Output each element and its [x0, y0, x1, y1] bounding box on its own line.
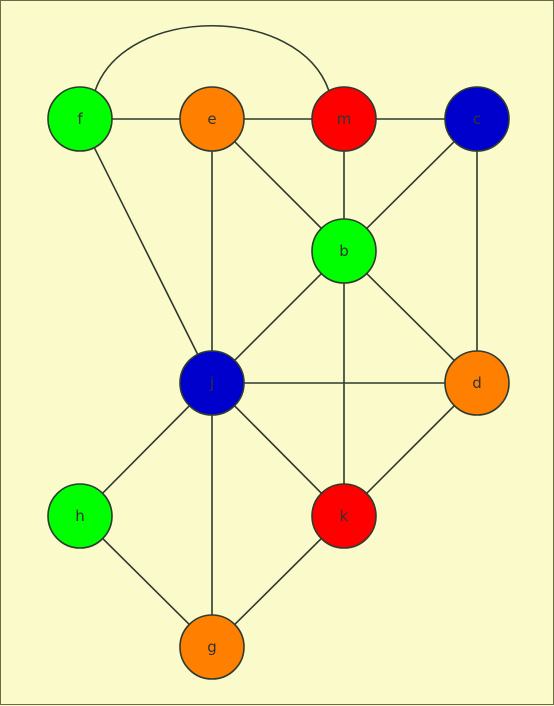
node-m: m: [311, 86, 377, 152]
node-h: h: [47, 483, 113, 549]
node-k: k: [311, 483, 377, 549]
edge-f-m: [94, 25, 330, 92]
node-circle-k: [311, 483, 377, 549]
node-c: c: [444, 86, 510, 152]
node-j: j: [179, 350, 245, 416]
node-circle-c: [444, 86, 510, 152]
node-circle-g: [179, 614, 245, 680]
node-circle-e: [179, 86, 245, 152]
node-circle-j: [179, 350, 245, 416]
node-f: f: [47, 86, 113, 152]
node-d: d: [444, 350, 510, 416]
nodes-layer: f e m c b j d h k g: [47, 86, 510, 680]
node-label-e: e: [207, 110, 216, 128]
node-circle-h: [47, 483, 113, 549]
node-label-k: k: [340, 507, 349, 525]
node-label-c: c: [473, 110, 481, 128]
node-circle-b: [311, 218, 377, 284]
node-circle-f: [47, 86, 113, 152]
edges-layer: [79, 25, 478, 648]
node-circle-m: [311, 86, 377, 152]
node-b: b: [311, 218, 377, 284]
node-label-m: m: [337, 110, 352, 128]
node-e: e: [179, 86, 245, 152]
node-g: g: [179, 614, 245, 680]
node-circle-d: [444, 350, 510, 416]
node-label-h: h: [75, 507, 85, 525]
node-label-j: j: [209, 374, 214, 392]
node-label-g: g: [207, 638, 217, 656]
node-label-f: f: [77, 110, 83, 128]
node-label-b: b: [339, 242, 349, 260]
node-label-d: d: [472, 374, 482, 392]
edge-f-j: [79, 118, 213, 384]
